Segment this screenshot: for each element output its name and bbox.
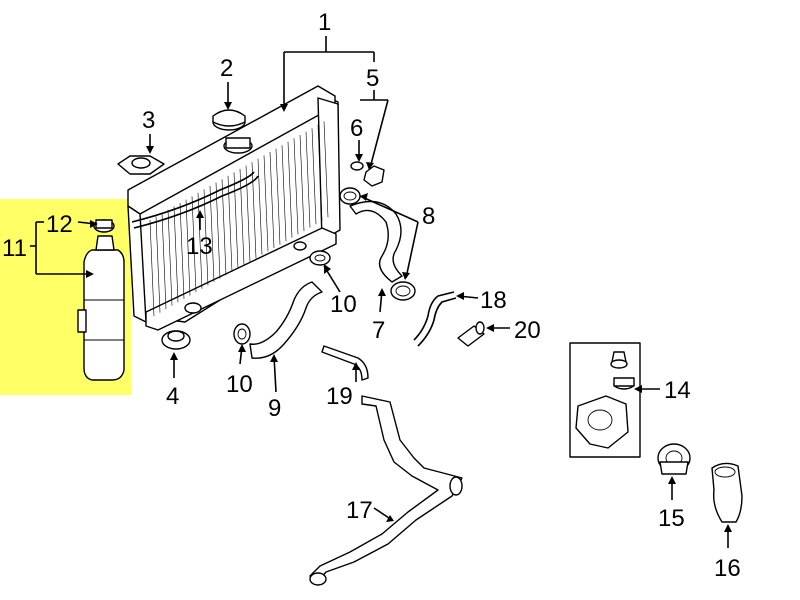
label-11: 11 (2, 235, 27, 262)
water-pipe (309, 395, 463, 586)
radiator-fin (293, 138, 299, 235)
radiator-fin (311, 128, 317, 225)
coolant-reservoir (77, 235, 125, 381)
radiator-fin (245, 165, 251, 262)
radiator-fin (239, 168, 245, 266)
lower-mount-insulator (161, 330, 191, 350)
radiator-fin (173, 206, 179, 303)
thermostat (657, 443, 691, 475)
radiator-fin (281, 145, 287, 242)
hose-clamp-lower-b (233, 323, 251, 345)
label-15: 15 (658, 505, 685, 532)
label-8: 8 (422, 203, 435, 230)
label-19: 19 (326, 383, 353, 410)
label-6: 6 (350, 115, 363, 142)
lower-radiator-hose (249, 281, 323, 359)
label-13: 13 (186, 233, 213, 260)
label-5: 5 (366, 65, 379, 92)
arrowheads (86, 102, 732, 532)
label-2: 2 (220, 55, 233, 82)
radiator-fin (149, 219, 155, 317)
hose-clamp-lower-a (309, 250, 331, 266)
bypass-hose (413, 291, 457, 347)
radiator-fin (179, 202, 185, 300)
radiator-fin (227, 175, 233, 272)
label-7: 7 (372, 317, 385, 344)
reservoir-cap (93, 219, 115, 233)
radiator-fin (275, 148, 281, 245)
label-9: 9 (268, 395, 281, 422)
radiator-fin (317, 124, 323, 221)
label-10-upper: 10 (330, 291, 357, 318)
label-14: 14 (664, 377, 691, 404)
by-pass-hose (321, 345, 369, 381)
radiator-fin (233, 172, 239, 269)
radiator-fin (257, 158, 263, 255)
radiator-fin (191, 196, 197, 293)
radiator-fin (251, 162, 257, 259)
radiator-cap (212, 109, 246, 131)
radiator-fin (305, 131, 311, 228)
label-10-lower: 10 (226, 371, 253, 398)
radiator-fin (323, 121, 329, 218)
label-4: 4 (166, 383, 179, 410)
upper-mount-insulator (117, 155, 165, 175)
thermostat-housing-kit (569, 342, 641, 458)
label-20: 20 (514, 317, 541, 344)
radiator-fin (287, 141, 293, 238)
temperature-sensor (457, 321, 485, 347)
label-16: 16 (714, 555, 741, 582)
water-outlet (711, 462, 743, 523)
label-1: 1 (318, 9, 331, 36)
label-3: 3 (142, 107, 155, 134)
radiator-fin (167, 209, 173, 306)
label-12: 12 (46, 211, 73, 238)
label-17: 17 (346, 497, 373, 524)
o-ring (350, 161, 364, 171)
radiator-fin (263, 155, 269, 252)
overflow-hose (131, 171, 259, 229)
radiator-fin (299, 134, 305, 232)
radiator-fin (185, 199, 191, 296)
hose-clamp-upper-a (339, 187, 361, 205)
radiator-fin (161, 213, 167, 310)
radiator-fin (197, 192, 203, 289)
radiator-fin (155, 216, 161, 313)
drain-plug (363, 165, 385, 187)
upper-radiator-hose (349, 200, 403, 283)
radiator-assembly (127, 85, 341, 331)
radiator-fin (203, 189, 209, 286)
radiator-fin (269, 151, 275, 249)
hose-clamp-upper-b (390, 281, 416, 301)
label-18: 18 (480, 287, 507, 314)
